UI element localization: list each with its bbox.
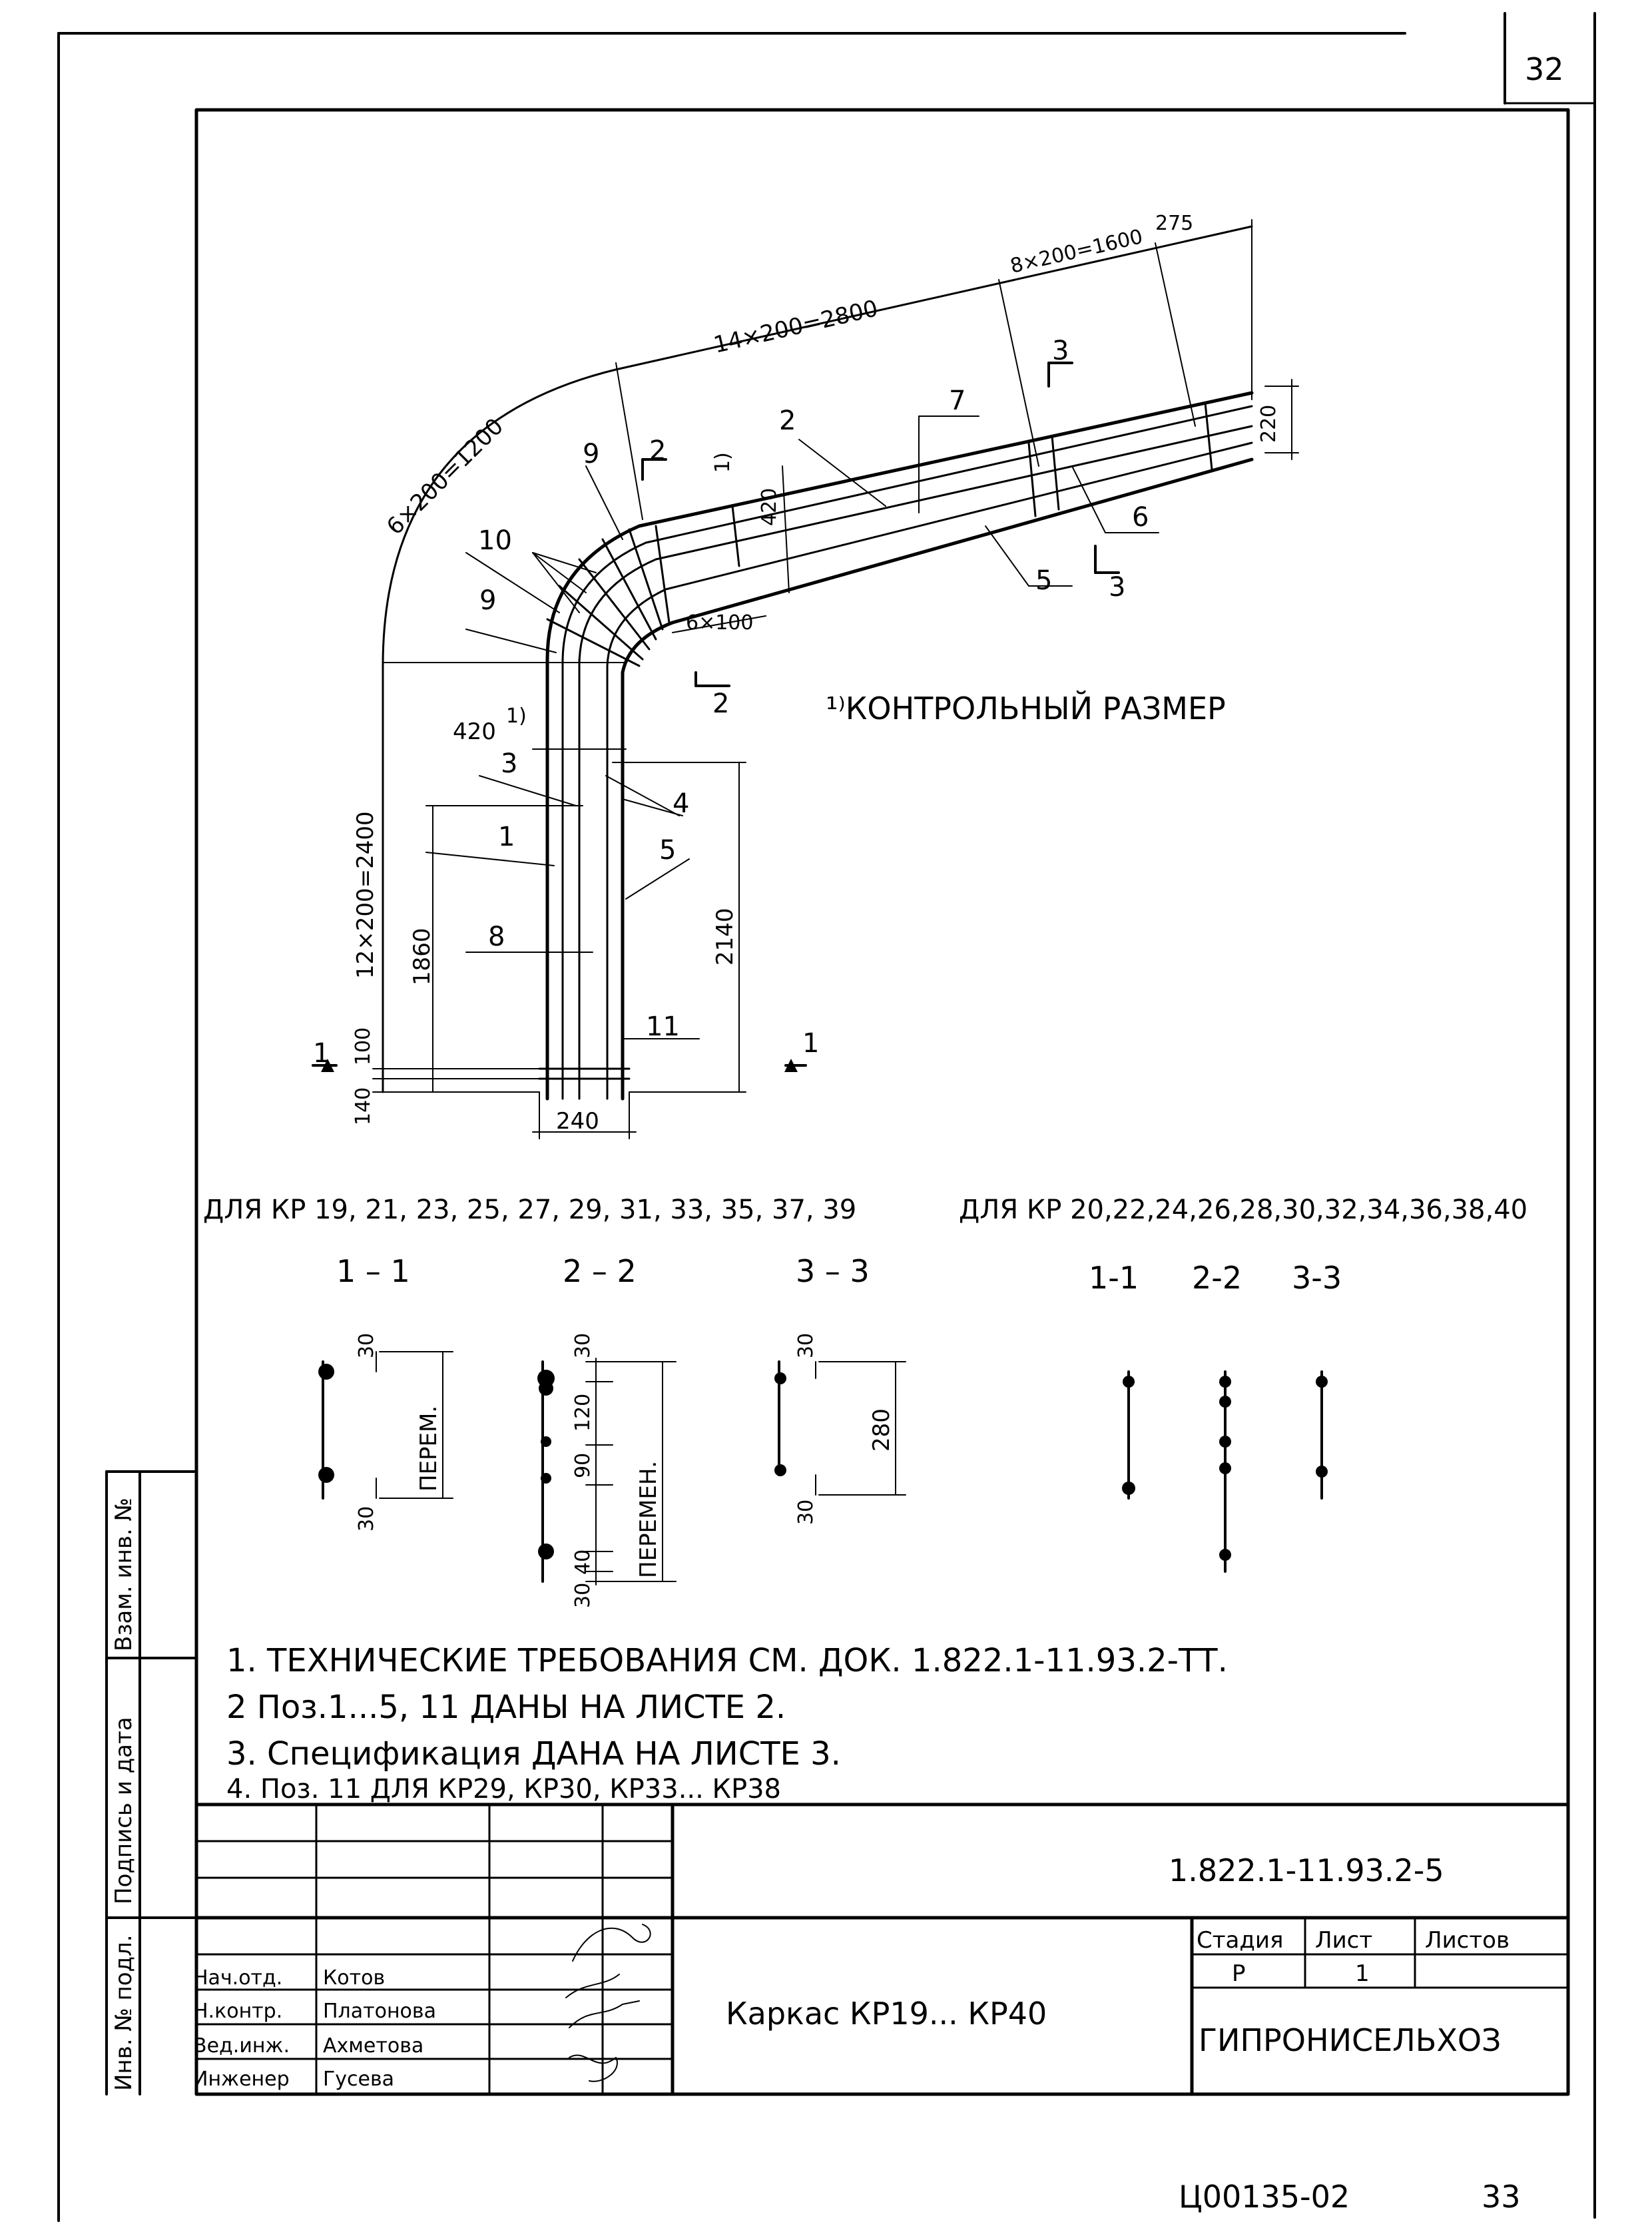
pos-9b: 9 [479, 585, 496, 616]
s33-top-dim: 30 [794, 1333, 818, 1358]
stage-value: Р [1232, 1960, 1246, 1987]
dim-220: 220 [1257, 405, 1280, 443]
section-b-1-1-label: 1-1 [1089, 1260, 1139, 1296]
s22-120-dim: 120 [571, 1394, 595, 1432]
organization: ГИПРОНИСЕЛЬХОЗ [1199, 2022, 1502, 2058]
s11-bottom-dim: 30 [355, 1506, 378, 1532]
dim-6x100: 6×100 [686, 611, 753, 635]
pos-5b: 5 [1035, 565, 1052, 596]
s22-90-dim: 90 [571, 1453, 595, 1478]
pos-11: 11 [646, 1011, 680, 1042]
pos-7: 7 [949, 386, 965, 416]
dim-top-row: 14×200=2800 [711, 295, 880, 359]
stage-header: Стадия [1197, 1927, 1283, 1954]
stamp-inv: Инв. № подл. [111, 1934, 137, 2091]
section-3-top: 3 [1052, 336, 1069, 366]
s11-side-dim: ПЕРЕМ. [415, 1406, 442, 1492]
s11-top-dim: 30 [355, 1333, 378, 1358]
drawing-title: Каркас КР19... КР40 [726, 1996, 1047, 2032]
dim-1860: 1860 [409, 928, 435, 985]
pos-6: 6 [1132, 502, 1149, 533]
dim-top-end: 8×200=1600 [1008, 225, 1145, 278]
note-4: 4. Поз. 11 ДЛЯ КР29, КР30, КР33... КР38 [226, 1774, 781, 1805]
section-1-left: 1 [313, 1038, 330, 1069]
dim-140: 140 [352, 1087, 375, 1125]
dim-2140: 2140 [712, 908, 738, 966]
section-3-bottom: 3 [1109, 572, 1125, 603]
pos-4: 4 [673, 788, 689, 819]
note-3: 3. Спецификация ДАНА НА ЛИСТЕ 3. [226, 1735, 841, 1773]
group-b-title: ДЛЯ КР 20,22,24,26,28,30,32,34,36,38,40 [959, 1195, 1527, 1225]
sheet-corner-number: 32 [1525, 51, 1564, 87]
pos-5a: 5 [659, 835, 676, 866]
role-1: Нач.отд. [193, 1966, 282, 1990]
footnote-control-size: ¹⁾КОНТРОЛЬНЫЙ РАЗМЕР [826, 691, 1226, 726]
pos-8: 8 [488, 922, 505, 952]
section-b-3-3-label: 3-3 [1292, 1260, 1342, 1296]
dim-arc-outer: 6×200=1200 [382, 413, 509, 540]
dim-420-b: 420 [453, 718, 496, 745]
doc-code: 1.822.1-11.93.2-5 [1169, 1852, 1444, 1888]
name-3: Ахметова [323, 2034, 423, 2058]
stamp-vzam: Взам. инв. № [111, 1498, 137, 1651]
sheet-header: Лист [1315, 1927, 1372, 1954]
dim-420-a: 420 [758, 488, 781, 526]
name-1: Котов [323, 1966, 385, 1990]
pos-2: 2 [779, 406, 796, 436]
group-a-title: ДЛЯ КР 19, 21, 23, 25, 27, 29, 31, 33, 3… [203, 1195, 856, 1225]
pos-10: 10 [478, 525, 512, 556]
dim-275: 275 [1155, 212, 1193, 235]
dim-240: 240 [556, 1108, 599, 1135]
section-1-right: 1 [802, 1028, 819, 1059]
pos-1: 1 [498, 822, 515, 852]
note-2: 2 Поз.1...5, 11 ДАНЫ НА ЛИСТЕ 2. [226, 1689, 786, 1726]
s22-30-dim: 30 [571, 1583, 595, 1608]
s22-40-dim: 40 [571, 1549, 595, 1575]
sheets-header: Листов [1425, 1927, 1510, 1954]
section-2-top: 2 [649, 435, 666, 466]
dim-100: 100 [352, 1027, 375, 1065]
section-2-bottom: 2 [712, 689, 729, 719]
section-a-3-3-label: 3 – 3 [796, 1253, 870, 1289]
section-a-1-1-label: 1 – 1 [336, 1253, 410, 1289]
name-4: Гусева [323, 2068, 394, 2091]
name-2: Платонова [323, 2000, 436, 2023]
pos-9a: 9 [583, 439, 599, 469]
dim-420-a-sup: 1) [711, 452, 734, 473]
role-3: Вед.инж. [193, 2034, 290, 2058]
page-number: 33 [1482, 2179, 1521, 2215]
archive-number: Ц00135-02 [1179, 2179, 1350, 2215]
pos-3: 3 [501, 748, 517, 779]
section-b-2-2-label: 2-2 [1192, 1260, 1242, 1296]
s33-bottom-dim: 30 [794, 1500, 818, 1525]
dim-420-b-sup: 1) [506, 704, 527, 728]
stamp-podpis: Подпись и дата [111, 1717, 137, 1904]
sheet-value: 1 [1355, 1960, 1370, 1987]
role-2: Н.контр. [193, 2000, 282, 2023]
s22-side-dim: ПЕРЕМЕН. [635, 1461, 662, 1578]
note-1: 1. ТЕХНИЧЕСКИЕ ТРЕБОВАНИЯ СМ. ДОК. 1.822… [226, 1642, 1228, 1679]
role-4: Инженер [193, 2068, 290, 2091]
section-a-2-2-label: 2 – 2 [563, 1253, 637, 1289]
s22-top-dim: 30 [571, 1333, 595, 1358]
s33-side-dim: 280 [868, 1408, 895, 1452]
dim-vertical-span: 12×200=2400 [352, 811, 379, 979]
